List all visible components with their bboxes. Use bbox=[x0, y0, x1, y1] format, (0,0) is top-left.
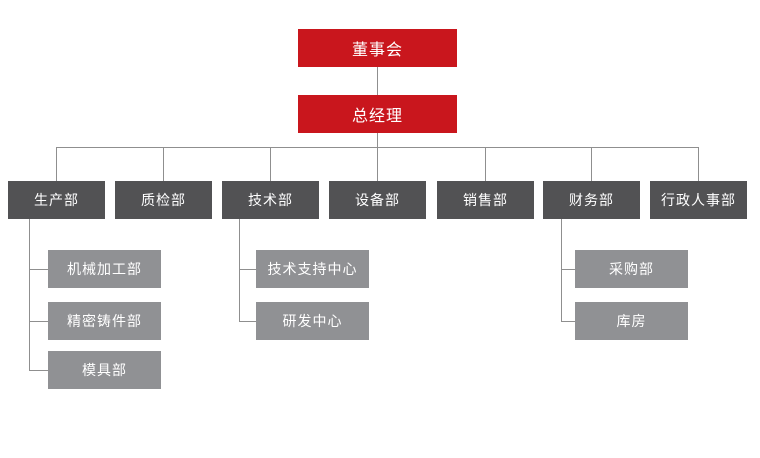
org-node-warehouse: 库房 bbox=[575, 302, 688, 340]
connector-trunk-to-production bbox=[56, 147, 57, 181]
org-node-admin-hr-dept: 行政人事部 bbox=[650, 181, 747, 219]
connector-technology-spine bbox=[239, 219, 240, 321]
org-node-rd-center: 研发中心 bbox=[256, 302, 369, 340]
org-node-sales-dept: 销售部 bbox=[437, 181, 534, 219]
org-node-general-manager: 总经理 bbox=[298, 95, 457, 133]
org-node-tech-support-center: 技术支持中心 bbox=[256, 250, 369, 288]
org-node-machining-dept: 机械加工部 bbox=[48, 250, 161, 288]
connector-stub-rd-center bbox=[239, 321, 256, 322]
org-node-production-dept: 生产部 bbox=[8, 181, 105, 219]
org-node-mold-dept: 模具部 bbox=[48, 351, 161, 389]
org-node-quality-inspection-dept: 质检部 bbox=[115, 181, 212, 219]
connector-trunk-to-finance bbox=[591, 147, 592, 181]
connector-stub-precision-casting bbox=[29, 321, 48, 322]
connector-stub-mold bbox=[29, 370, 48, 371]
connector-finance-spine bbox=[561, 219, 562, 321]
connector-stub-warehouse bbox=[561, 321, 575, 322]
org-node-finance-dept: 财务部 bbox=[543, 181, 640, 219]
connector-stub-purchasing bbox=[561, 269, 575, 270]
connector-trunk-to-sales bbox=[485, 147, 486, 181]
connector-trunk-to-technology bbox=[270, 147, 271, 181]
connector-stub-tech-support bbox=[239, 269, 256, 270]
connector-trunk-line bbox=[56, 147, 699, 148]
connector-stub-machining bbox=[29, 269, 48, 270]
connector-board-to-gm bbox=[377, 67, 378, 95]
org-node-board-of-directors: 董事会 bbox=[298, 29, 457, 67]
connector-trunk-to-quality bbox=[163, 147, 164, 181]
connector-gm-to-trunk bbox=[377, 133, 378, 181]
connector-trunk-to-admin-hr bbox=[698, 147, 699, 181]
org-node-equipment-dept: 设备部 bbox=[329, 181, 426, 219]
org-node-technology-dept: 技术部 bbox=[222, 181, 319, 219]
org-node-purchasing-dept: 采购部 bbox=[575, 250, 688, 288]
org-node-precision-casting-dept: 精密铸件部 bbox=[48, 302, 161, 340]
connector-production-spine bbox=[29, 219, 30, 370]
